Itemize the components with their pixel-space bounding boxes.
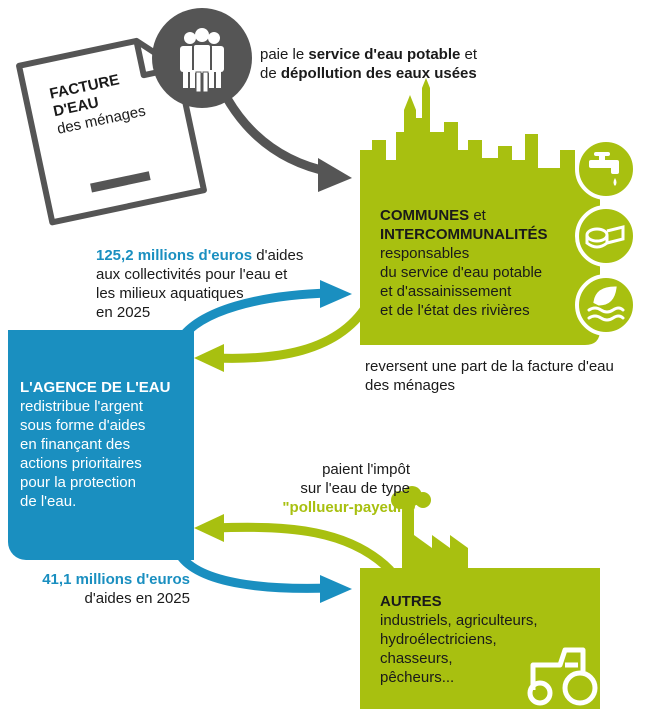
payment-note-text3: de (260, 65, 281, 82)
people-icon (152, 8, 252, 108)
autres-text: AUTRES industriels, agriculteurs, hydroé… (380, 592, 600, 687)
communes-desc-line: responsables (380, 245, 470, 262)
aid-bottom-note: 41,1 millions d'euros d'aides en 2025 (20, 570, 190, 608)
communes-title: COMMUNES (380, 207, 470, 224)
aid-top-line4: en 2025 (96, 304, 151, 321)
communes-block (360, 78, 600, 345)
reversent-line2: des ménages (365, 377, 456, 394)
autres-line: pêcheurs... (380, 669, 455, 686)
factory-icon (391, 486, 468, 570)
payment-note-text2: et (460, 46, 478, 63)
aid-top-line3: les milieux aquatiques (96, 285, 244, 302)
autres-block (360, 568, 600, 709)
aid-top-note: 125,2 millions d'euros d'aides aux colle… (96, 246, 346, 322)
agency-line: de l'eau. (20, 493, 77, 510)
aid-arrow-bottom-head (320, 575, 352, 603)
tractor-icon (527, 647, 598, 706)
reversent-line1: reversent une part de la facture d'eau (365, 358, 614, 375)
autres-line: industriels, agriculteurs, (380, 612, 538, 629)
communes-title-connector: et (469, 207, 486, 224)
agency-line: en finançant des (20, 436, 131, 453)
aid-bottom-line2: d'aides en 2025 (84, 590, 190, 607)
payment-arrow-head (318, 158, 352, 192)
intercommunalites-title: INTERCOMMUNALITÉS (380, 226, 548, 243)
agency-line: pour la protection (20, 474, 136, 491)
tax-note: paient l'impôt sur l'eau de type "pollue… (230, 460, 410, 517)
tax-note-line2: sur l'eau de type (300, 480, 410, 497)
aid-bottom-amount: 41,1 millions d'euros (42, 571, 190, 588)
communes-desc-line: du service d'eau potable (380, 264, 543, 281)
tax-note-line1: paient l'impôt (322, 461, 410, 478)
agency-text: L'AGENCE DE L'EAU redistribue l'argent s… (20, 378, 190, 511)
agency-line: redistribue l'argent (20, 398, 143, 415)
tax-arrow (210, 522, 395, 575)
communes-desc-line: et de l'état des rivières (380, 302, 530, 319)
autres-line: chasseurs, (380, 650, 453, 667)
tax-arrow-head (194, 514, 224, 542)
payment-note-bold1: service d'eau potable (308, 46, 461, 63)
payment-note: paie le service d'eau potable et de dépo… (260, 45, 560, 83)
autres-title: AUTRES (380, 593, 442, 610)
agency-line: actions prioritaires (20, 455, 142, 472)
aid-top-amount: 125,2 millions d'euros (96, 247, 253, 264)
payment-note-bold2: dépollution des eaux usées (280, 65, 477, 82)
agency-line: sous forme d'aides (20, 417, 146, 434)
reversent-note: reversent une part de la facture d'eau d… (365, 357, 650, 395)
pipe-icon (575, 205, 637, 267)
reverse-arrow (210, 295, 375, 363)
river-leaf-icon (575, 274, 637, 336)
communes-desc-line: et d'assainissement (380, 283, 512, 300)
aid-arrow-top-head (320, 280, 352, 308)
autres-line: hydroélectriciens, (380, 631, 497, 648)
aid-arrow-bottom (175, 550, 335, 593)
agency-title: L'AGENCE DE L'EAU (20, 379, 171, 396)
tax-note-highlight: "pollueur-payeur" (282, 499, 410, 516)
aid-top-line2: aux collectivités pour l'eau et (96, 266, 288, 283)
reverse-arrow-head (194, 344, 224, 372)
payment-note-text1: paie le (260, 46, 309, 63)
communes-text: COMMUNES et INTERCOMMUNALITÉS responsabl… (380, 206, 600, 320)
aid-top-text: d'aides (252, 247, 304, 264)
agency-box (8, 330, 194, 560)
tap-icon (575, 138, 637, 200)
